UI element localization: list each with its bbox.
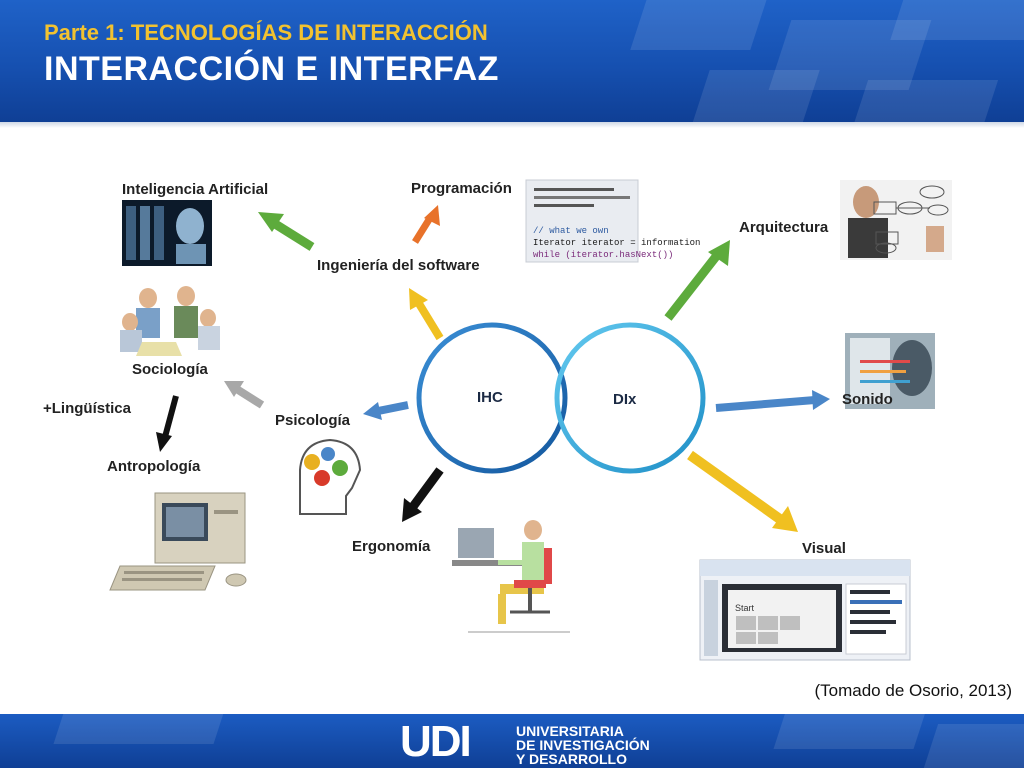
ring-label-ihc: IHC [477,389,503,406]
ring-label-dix: DIx [613,391,637,408]
arquitectura-image [840,180,952,260]
psicologia-image [299,438,362,515]
header-divider [0,122,1024,128]
arrow-to-arquitectura [664,240,730,321]
code-line-3: while (iterator.hasNext()) [533,250,673,260]
visual-image: Start [699,559,911,661]
arrow-to-ergonomia [402,467,444,522]
sonido-image [845,333,935,409]
logo-line-1: UNIVERSITARIA [516,723,624,739]
computer-image [109,492,247,591]
node-visual: Visual [802,540,846,557]
arrow-to-visual [687,450,798,532]
arrow-to-programacion [412,205,440,244]
dix-ring [554,322,706,474]
slide-subtitle: Parte 1: TECNOLOGÍAS DE INTERACCIÓN [44,20,488,45]
node-programacion: Programación [411,180,512,197]
ergonomia-image [445,500,585,636]
slide-title: INTERACCIÓN E INTERFAZ [44,50,499,88]
logo-line-3: Y DESARROLLO [516,751,627,767]
node-linguistica: +Lingüística [43,400,131,417]
node-arquitectura: Arquitectura [739,219,829,236]
node-inteligencia-artificial: Inteligencia Artificial [122,181,269,198]
ia-image [122,200,212,266]
ihc-ring [416,322,568,474]
node-sonido: Sonido [842,391,893,408]
logo-line-2: DE INVESTIGACIÓN [516,737,650,753]
arrow-to-ia [258,212,315,251]
node-antropologia: Antropología [107,458,201,475]
udi-logo-mark: UDI [400,717,472,766]
code-line-2: Iterator iterator = information [533,238,700,248]
footer-banner: UDI UNIVERSITARIA DE INVESTIGACIÓN Y DES… [0,714,1024,768]
node-sociologia: Sociología [132,361,208,378]
source-citation: (Tomado de Osorio, 2013) [814,681,1013,700]
arrow-to-ingenieria [409,288,444,341]
arrow-to-antropologia [156,395,179,452]
node-ergonomia: Ergonomía [352,538,431,555]
node-ingenieria-software: Ingeniería del software [317,257,480,274]
arrow-to-sonido [715,390,830,412]
visual-screen-start: Start [735,603,755,613]
code-image: // what we own Iterator iterator = infor… [525,179,700,263]
node-psicologia: Psicología [275,412,351,429]
header-banner: Parte 1: TECNOLOGÍAS DE INTERACCIÓN INTE… [0,0,1024,122]
sociologia-image [120,286,220,356]
udi-logo-text: UNIVERSITARIA DE INVESTIGACIÓN Y DESARRO… [516,724,650,766]
arrow-to-psicologia [363,401,409,420]
code-line-1: // what we own [533,226,609,236]
arrow-to-sociologia [224,381,265,409]
